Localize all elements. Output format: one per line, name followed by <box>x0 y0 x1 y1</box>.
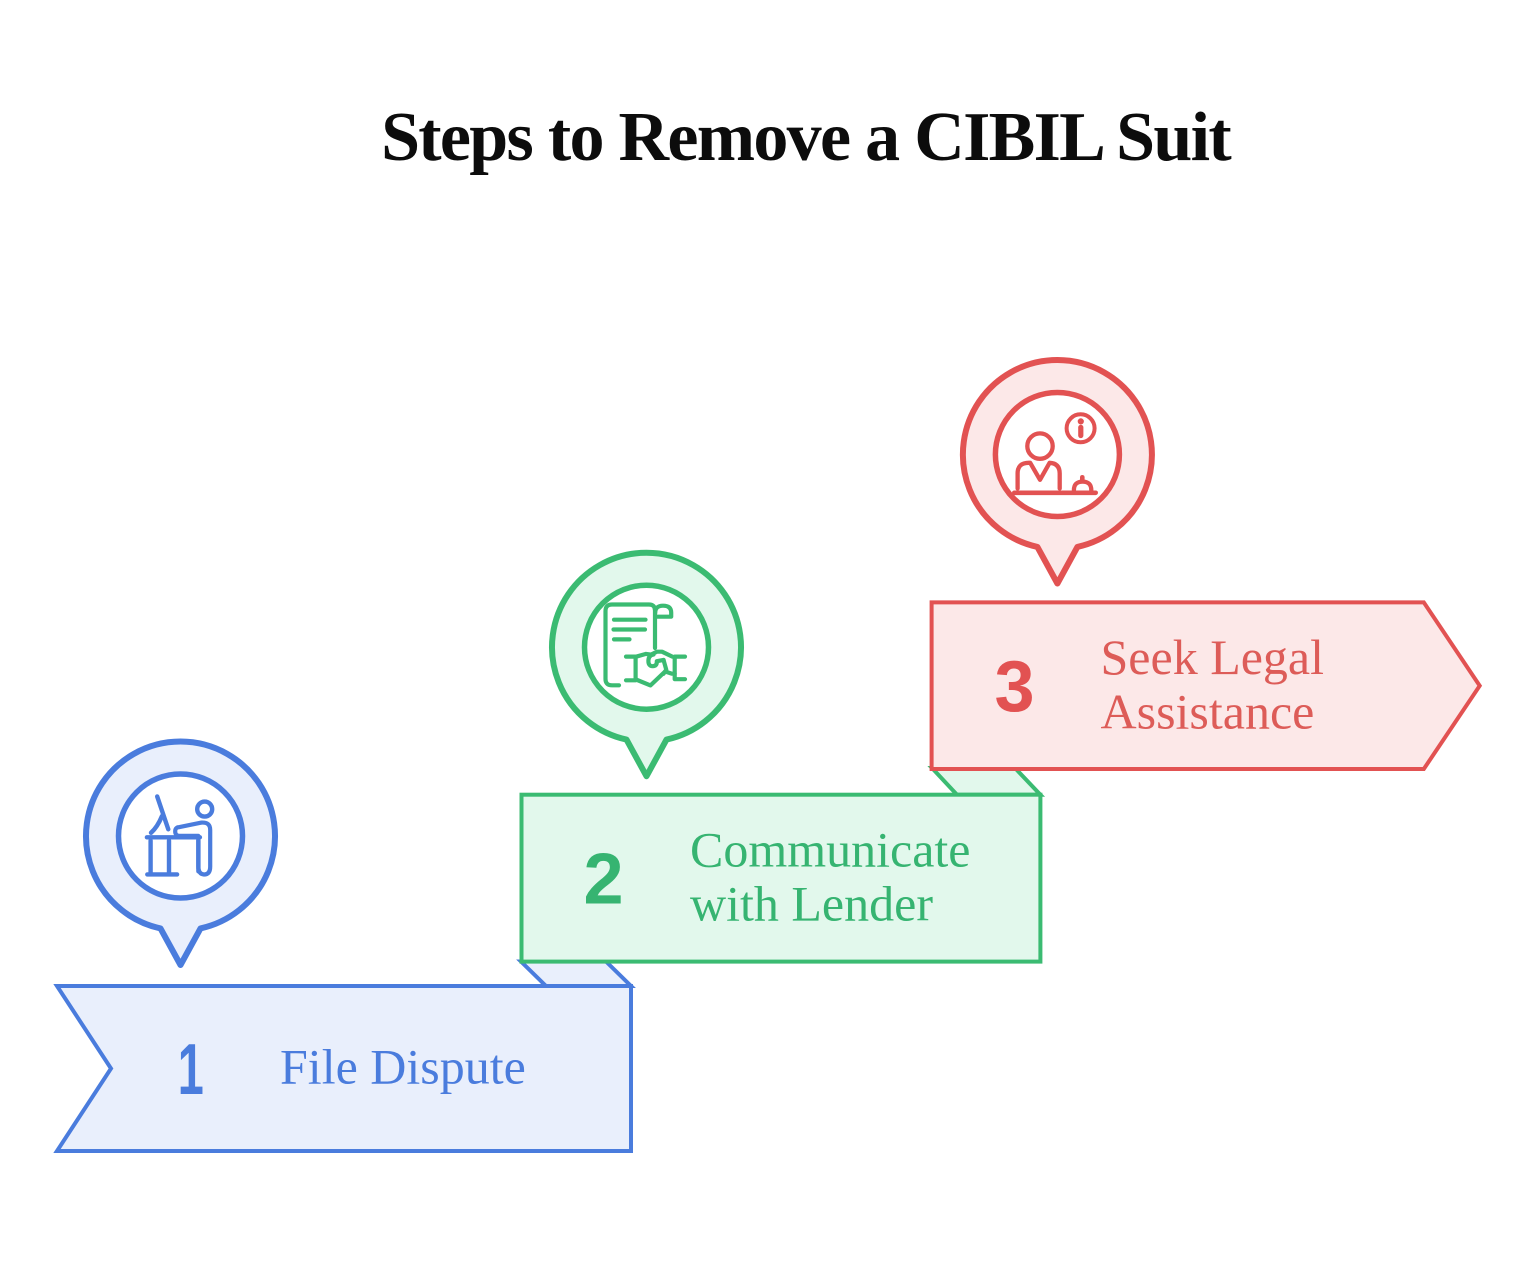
svg-text:Assistance: Assistance <box>1101 683 1315 739</box>
svg-text:Steps to Remove a CIBIL Suit: Steps to Remove a CIBIL Suit <box>381 99 1231 176</box>
svg-text:Seek Legal: Seek Legal <box>1101 629 1325 685</box>
svg-text:1: 1 <box>178 1030 204 1110</box>
svg-text:2: 2 <box>583 840 623 920</box>
svg-text:Communicate: Communicate <box>690 821 971 877</box>
svg-text:3: 3 <box>994 647 1034 727</box>
svg-text:File Dispute: File Dispute <box>280 1038 526 1094</box>
svg-text:with Lender: with Lender <box>690 875 933 931</box>
